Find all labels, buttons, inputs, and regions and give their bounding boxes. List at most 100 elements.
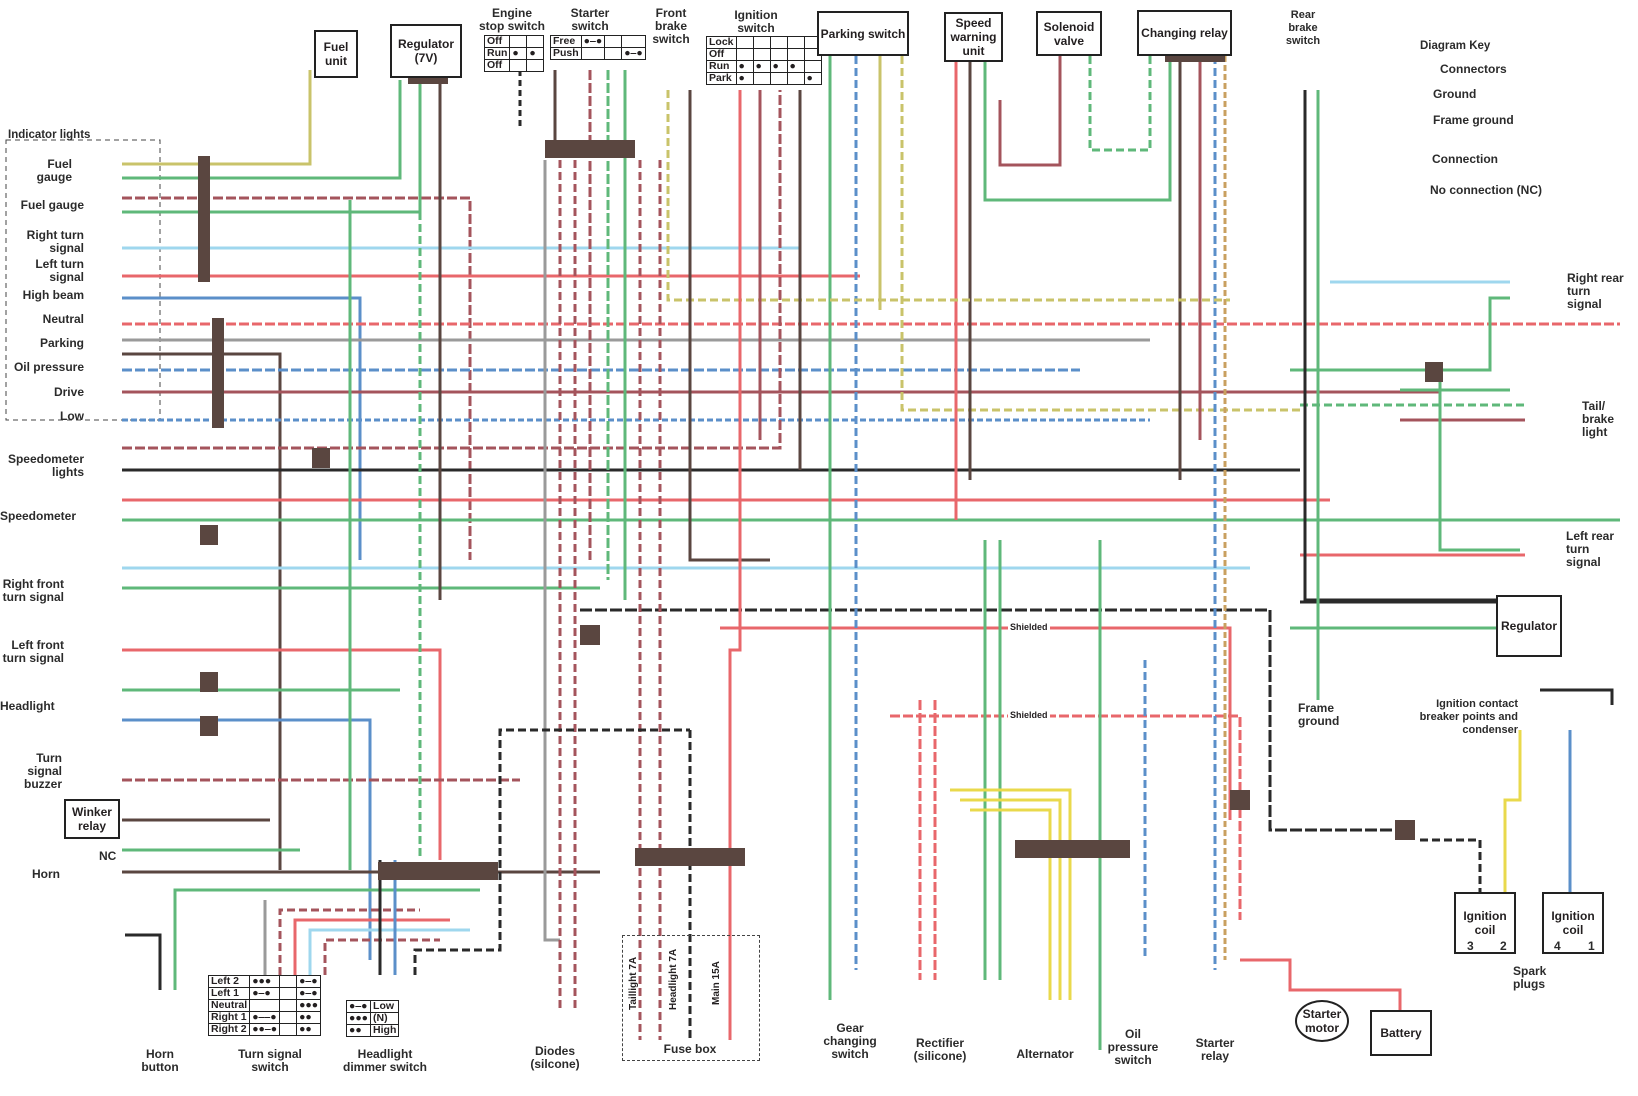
- regulator-box: Regulator: [1496, 595, 1562, 657]
- parking-switch: Parking switch: [817, 11, 909, 56]
- gear-switch-label: Gear changing switch: [823, 1021, 877, 1061]
- wire: [173, 888, 480, 990]
- switch-position: Off: [706, 48, 737, 61]
- coil-pin-2: 2: [1500, 939, 1507, 953]
- coil-pin-4: 4: [1554, 939, 1561, 953]
- connector: [635, 848, 745, 866]
- indicator-oil-pressure: Oil pressure: [13, 360, 84, 374]
- connector: [1230, 790, 1250, 810]
- wire: [1420, 838, 1482, 900]
- fuse-box-border: [622, 935, 760, 1061]
- key-connectors: Connectors: [1440, 62, 1507, 76]
- switch-position: Right 1: [207, 1011, 251, 1024]
- dimmer-switch-table: ●‒●Low ●●●(N) ●●High: [345, 1000, 400, 1037]
- wire: [122, 80, 402, 180]
- wire: [1290, 296, 1510, 372]
- indicator-left-turn: Left turn signal: [35, 257, 84, 284]
- solenoid-valve: Solenoid valve: [1036, 11, 1102, 56]
- indicator-lights-title: Indicator lights: [8, 129, 91, 141]
- wire: [1303, 90, 1500, 602]
- connector: [200, 672, 218, 692]
- switch-position: (N): [370, 1012, 400, 1025]
- fuse-taillight: Taillight 7A: [628, 956, 639, 1010]
- ignition-switch-label: Ignition switch: [734, 8, 778, 35]
- headlight-label: Headlight: [0, 699, 55, 713]
- fuse-main: Main 15A: [711, 961, 722, 1005]
- regulator-7v: Regulator (7V): [390, 24, 462, 78]
- connector: [545, 140, 635, 158]
- wire: [950, 788, 1072, 1000]
- coil-pin-3: 3: [1467, 939, 1474, 953]
- indicator-low: Low: [60, 409, 84, 423]
- connector: [1395, 820, 1415, 840]
- wire: [293, 918, 450, 975]
- engine-stop-switch-table: Off Run●● Off: [483, 35, 545, 72]
- indicator-drive: Drive: [53, 385, 84, 399]
- right-front-turn-label: Right front turn signal: [2, 577, 64, 604]
- starter-switch-label: Starter switch: [570, 6, 610, 33]
- nc-label: NC: [99, 849, 117, 863]
- changing-relay: Changing relay: [1137, 10, 1232, 56]
- fuse-box-label: Fuse box: [663, 1042, 717, 1056]
- ignition-switch-table: Lock Off Run●●●● Park●●: [706, 36, 822, 85]
- breaker-points-label: Ignition contact breaker points and cond…: [1419, 698, 1518, 736]
- turn-buzzer-label: Turn signal buzzer: [23, 751, 62, 791]
- switch-position: Off: [483, 35, 511, 48]
- wire: [890, 714, 1242, 920]
- connector: [200, 716, 218, 736]
- oil-pressure-switch-label: Oil pressure switch: [1107, 1027, 1159, 1067]
- coil-pin-1: 1: [1588, 939, 1595, 953]
- dimmer-switch-label: Headlight dimmer switch: [342, 1047, 428, 1074]
- wire: [125, 933, 162, 990]
- frame-ground-label: Frame ground: [1298, 701, 1340, 728]
- starter-relay-label: Starter relay: [1195, 1036, 1235, 1063]
- switch-position: Park: [706, 72, 737, 85]
- wire: [122, 296, 362, 560]
- indicator-lights-group-border: [5, 139, 161, 421]
- switch-position: Run: [706, 60, 737, 73]
- wire: [122, 90, 782, 450]
- rear-brake-switch-label: Rear brake switch: [1285, 9, 1321, 47]
- wire: [728, 90, 742, 1040]
- winker-relay: Winker relay: [64, 799, 120, 839]
- wire: [122, 80, 422, 214]
- connector: [1015, 840, 1130, 858]
- switch-position: Left 2: [207, 975, 251, 988]
- tail-brake-light-label: Tail/ brake light: [1582, 399, 1615, 439]
- battery: Battery: [1370, 1010, 1432, 1056]
- switch-position: Right 2: [207, 1023, 251, 1036]
- wire: [413, 728, 690, 975]
- wire: [308, 928, 470, 975]
- wire: [1438, 380, 1520, 552]
- switch-position: Lock: [706, 36, 737, 49]
- key-ground: Ground: [1433, 87, 1477, 101]
- wire: [998, 56, 1062, 167]
- connector: [212, 318, 224, 428]
- right-rear-turn-label: Right rear turn signal: [1567, 271, 1624, 311]
- shielded-wire-label: Shielded: [1008, 622, 1050, 632]
- wire: [900, 56, 1300, 412]
- fuel-unit: Fuel unit: [314, 30, 358, 78]
- wire: [122, 648, 442, 860]
- wire: [122, 718, 372, 960]
- switch-position: Run: [483, 47, 511, 60]
- wire: [688, 90, 770, 562]
- fuse-headlight: Headlight 7A: [668, 948, 679, 1010]
- wire: [970, 808, 1052, 1000]
- wire: [122, 196, 472, 560]
- wire: [1540, 688, 1614, 705]
- wire: [1503, 730, 1522, 900]
- turn-signal-switch-table: Left 2●●●●‒● Left 1●‒●●‒● Neutral●●● Rig…: [207, 975, 322, 1036]
- wire: [1240, 958, 1402, 1020]
- wire: [1088, 56, 1152, 152]
- wire: [666, 90, 1230, 302]
- wire: [122, 352, 282, 870]
- horn-label: Horn: [32, 867, 60, 881]
- spark-plugs-label: Spark plugs: [1513, 964, 1547, 991]
- wire: [543, 160, 560, 942]
- connector: [1165, 52, 1225, 62]
- connector: [378, 862, 498, 880]
- turn-signal-switch-label: Turn signal switch: [238, 1047, 302, 1074]
- wire: [580, 608, 1400, 832]
